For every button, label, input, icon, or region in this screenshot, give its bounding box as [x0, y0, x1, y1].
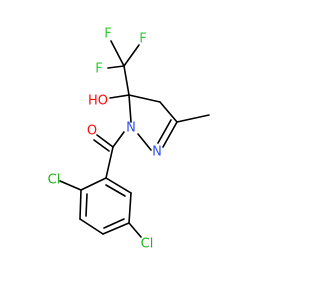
atom-labels: F F F HO O N N Cl Cl [48, 27, 162, 252]
bond-cf3-c5 [123, 65, 130, 96]
bond-c4-c3 [159, 101, 178, 123]
bond-ar-4-5 [102, 222, 130, 235]
atom-carbonyl-oxygen: O [87, 124, 97, 139]
bond-ar-1-2 [80, 177, 107, 191]
bond-ar-3-4 [79, 218, 104, 235]
bond-ar-6-1 [105, 177, 132, 194]
molecule-diagram: F F F HO O N N Cl Cl [48, 27, 210, 252]
atom-cl-ortho: Cl [48, 173, 61, 188]
atom-f-top-right: F [139, 32, 146, 47]
atom-hydroxyl: HO [88, 94, 108, 109]
atom-f-left: F [95, 62, 102, 77]
bond-ar-cl-meta [128, 222, 142, 238]
bond-c5-oh [109, 94, 130, 99]
bond-ar-cl-ortho [59, 180, 82, 191]
bond-c-f-top-right [123, 44, 140, 67]
bond-ar-2-3 [79, 189, 82, 220]
bond-n2-n1 [137, 133, 152, 151]
bond-c-f-left [107, 65, 125, 69]
bonds [59, 40, 210, 238]
bond-carbonyl-o [96, 134, 114, 148]
bond-ar-2-3-inner [85, 193, 88, 217]
bond-c5-c4 [128, 94, 161, 103]
bond-ar-6-1-inner [105, 184, 126, 197]
atom-ring-n1: N [126, 121, 136, 136]
atom-f-top-left: F [104, 27, 111, 42]
bond-n1-carbonyl [112, 131, 125, 148]
atom-ring-n2: N [152, 145, 162, 160]
bond-c3-methyl [176, 114, 210, 123]
bond-n1-c5 [128, 94, 132, 123]
bond-ar-5-6 [128, 192, 132, 224]
bond-c-f-top-left [110, 40, 125, 67]
bond-carbonyl-o-double [93, 139, 110, 152]
bond-ar-4-5-inner [103, 218, 125, 229]
bond-c3-n2 [162, 121, 178, 148]
bond-carbonyl-ring [105, 146, 114, 179]
bond-c3-n2-double [157, 119, 172, 144]
atom-cl-meta: Cl [141, 237, 154, 252]
